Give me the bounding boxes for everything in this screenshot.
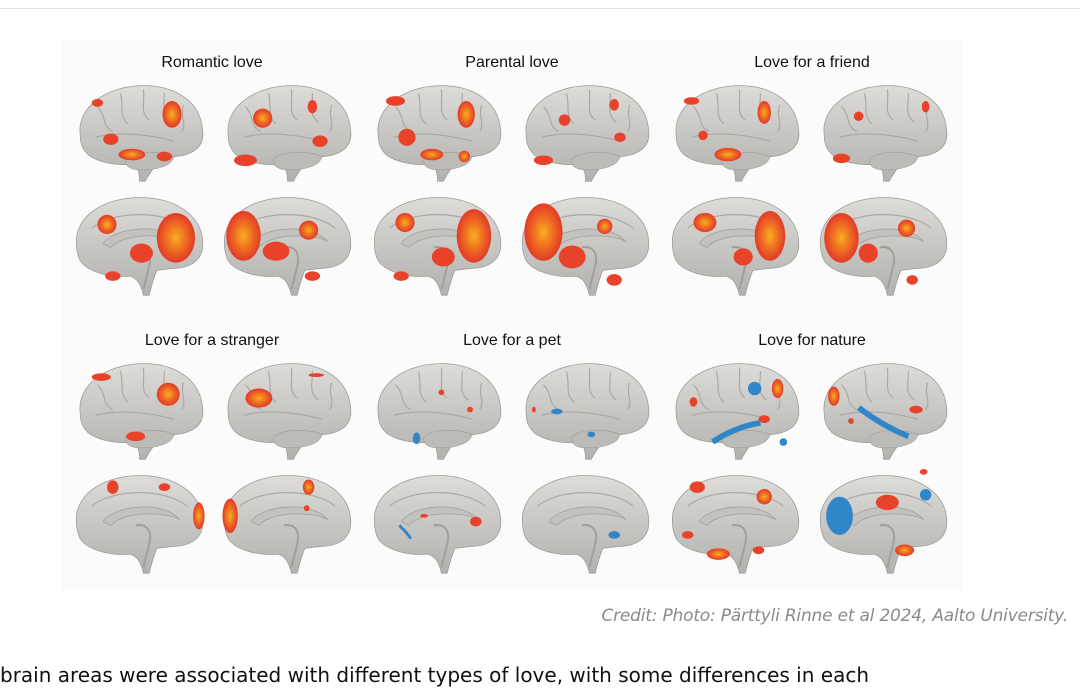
panel-love-for-nature: Love for nature (662, 318, 962, 583)
brain-lateral-left (675, 85, 800, 182)
brain-activation-figure: Romantic love (62, 40, 962, 590)
panel-title: Love for nature (758, 332, 866, 349)
brain-lateral-left (377, 85, 502, 182)
panel-title: Love for a pet (463, 332, 561, 349)
panel-title: Romantic love (161, 54, 263, 71)
panel-title: Love for a friend (754, 54, 870, 71)
brain-medial-right (521, 474, 650, 575)
panel-romantic-love: Romantic love (62, 40, 362, 305)
brain-lateral-left (377, 363, 502, 460)
brain-lateral-left (675, 363, 800, 460)
panel-love-for-a-pet: Love for a pet (362, 318, 662, 583)
brain-medial-left (75, 196, 204, 297)
brain-medial-left (75, 474, 205, 575)
brain-medial-right (222, 474, 352, 575)
brain-lateral-right (525, 363, 650, 460)
panel-parental-love: Parental love (362, 40, 662, 305)
brain-medial-right (819, 468, 948, 575)
brain-lateral-left (79, 363, 204, 460)
article-body-text: brain areas were associated with differe… (0, 663, 870, 687)
image-credit-caption: Credit: Photo: Pärttyli Rinne et al 2024… (601, 606, 1068, 626)
brain-lateral-right (227, 363, 352, 460)
brain-medial-right (819, 196, 948, 297)
top-divider (0, 8, 1080, 9)
brain-medial-left (671, 196, 800, 297)
brain-medial-left (671, 474, 800, 575)
brain-lateral-right (823, 363, 948, 460)
brain-medial-left (373, 474, 502, 575)
panel-love-for-a-friend: Love for a friend (662, 40, 962, 305)
brain-lateral-right (823, 85, 948, 182)
brain-lateral-right (525, 85, 650, 182)
panel-title: Parental love (465, 54, 559, 71)
brain-medial-right (521, 196, 650, 297)
brain-medial-right (223, 196, 352, 297)
brain-lateral-left (79, 85, 204, 182)
panel-title: Love for a stranger (144, 332, 280, 349)
brain-medial-left (373, 196, 502, 297)
panel-love-for-a-stranger: Love for a stranger (62, 318, 362, 583)
brain-lateral-right (227, 85, 352, 182)
